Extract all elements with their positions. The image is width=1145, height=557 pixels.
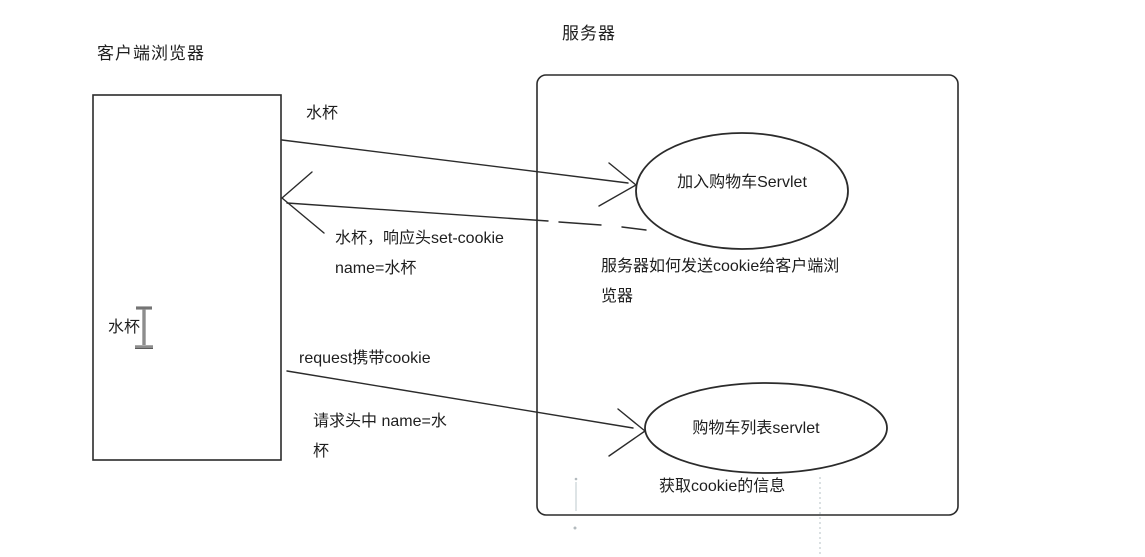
servlet-add-note-line1: 服务器如何发送cookie给客户端浏	[601, 258, 840, 275]
arrow-response-setcookie[interactable]	[281, 171, 647, 234]
arrow-request-cookie-label[interactable]: request携带cookie	[299, 350, 431, 367]
add-to-cart-servlet-label[interactable]: 加入购物车Servlet	[677, 174, 807, 191]
client-box-title[interactable]: 客户端浏览器	[97, 44, 205, 63]
client-box-content-text[interactable]: 水杯	[108, 319, 141, 336]
arrow-response-label[interactable]: 水杯，响应头set-cookie name=水杯	[335, 224, 504, 284]
arrow-response-label-line2: name=水杯	[335, 260, 417, 277]
cart-list-servlet-note[interactable]: 获取cookie的信息	[659, 478, 786, 495]
cart-list-servlet-label[interactable]: 购物车列表servlet	[692, 420, 820, 437]
server-box[interactable]	[536, 74, 959, 516]
guide-mark-left	[573, 477, 578, 530]
arrow-request-cup-label[interactable]: 水杯	[306, 105, 339, 122]
arrow-request-cookie-sublabel-line2: 杯	[313, 443, 330, 460]
arrow-request-cup[interactable]	[281, 139, 637, 207]
servlet-add-note[interactable]: 服务器如何发送cookie给客户端浏 览器	[601, 252, 839, 312]
server-box-title[interactable]: 服务器	[562, 24, 616, 43]
arrow-request-cookie-sublabel[interactable]: 请求头中 name=水 杯	[313, 407, 447, 467]
cart-list-servlet-ellipse[interactable]	[644, 382, 888, 474]
servlet-add-note-line2: 览器	[601, 288, 634, 305]
add-to-cart-servlet-ellipse[interactable]	[635, 132, 849, 250]
arrow-request-cookie[interactable]	[286, 370, 646, 457]
client-browser-box[interactable]	[92, 94, 282, 461]
arrow-request-cookie-sublabel-line1: 请求头中 name=水	[313, 413, 447, 430]
arrow-response-label-line1: 水杯，响应头set-cookie	[335, 230, 504, 247]
text-ibeam-cursor-icon	[135, 306, 153, 349]
